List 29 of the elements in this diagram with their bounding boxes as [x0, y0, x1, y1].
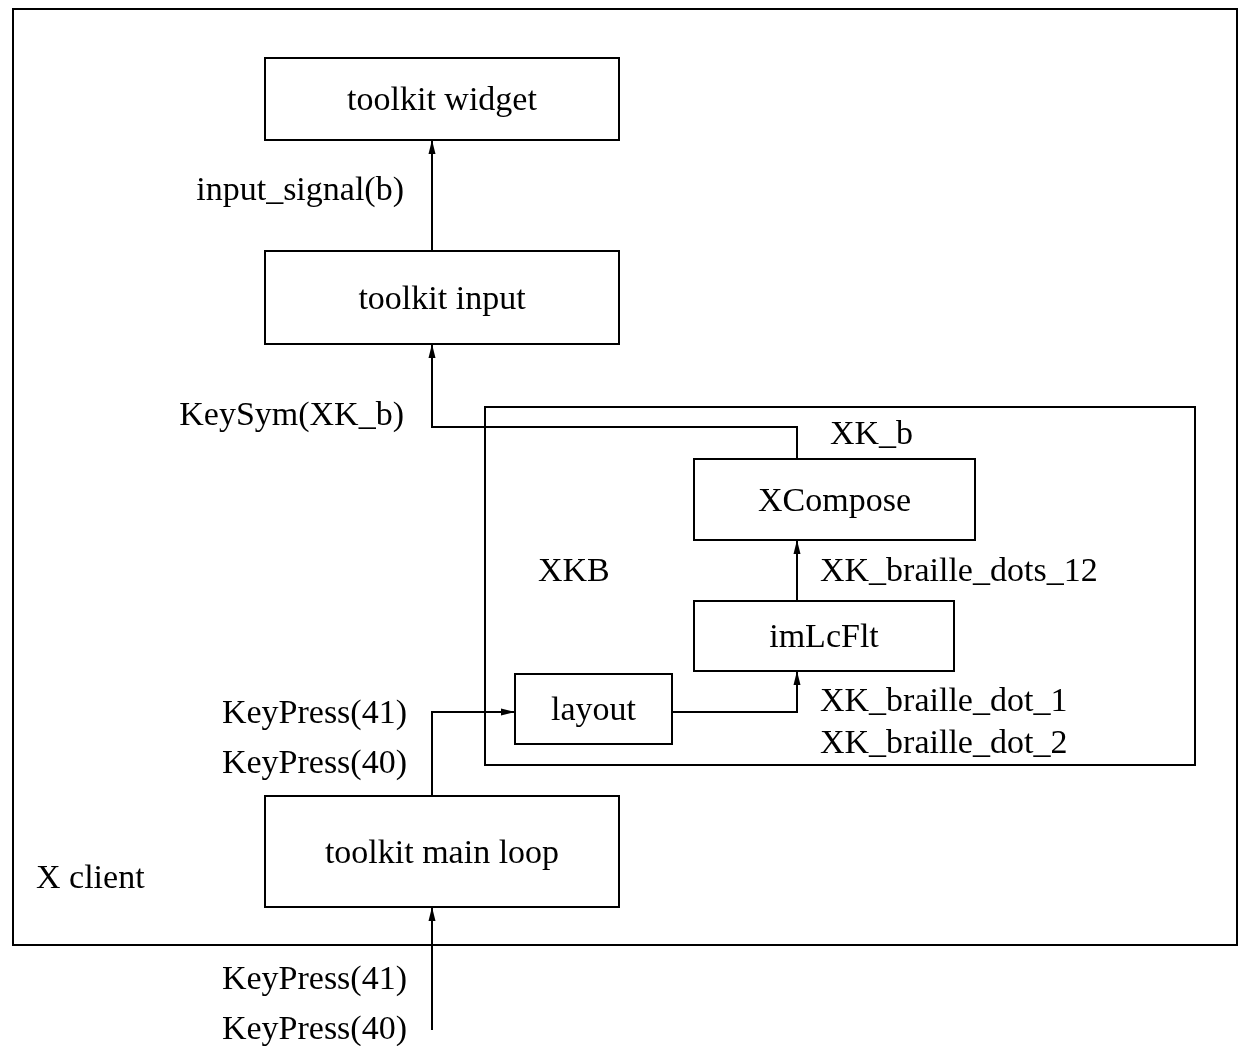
box-label: toolkit main loop: [324, 832, 560, 871]
edge-label: KeyPress(41) KeyPress(40): [220, 692, 407, 782]
process-box: [693, 600, 955, 672]
edge-label: KeySym(XK_b): [178, 394, 404, 434]
arrow: [431, 708, 515, 796]
edge-label: XK_braille_dots_12: [820, 550, 1099, 590]
box-label: XCompose: [758, 480, 911, 519]
edge-label: input_signal(b): [195, 169, 404, 209]
process-box: [264, 795, 620, 908]
client-boundary-box: [12, 8, 1238, 946]
edge-label: KeyPress(41) KeyPress(40): [220, 958, 407, 1046]
group-label: X client: [36, 858, 145, 896]
process-box: [264, 57, 620, 141]
arrow: [428, 140, 436, 251]
box-label: imLcFlt: [769, 617, 879, 655]
box-label: toolkit input: [358, 278, 526, 317]
process-box: [264, 250, 620, 345]
arrow: [793, 540, 801, 601]
process-box: [514, 673, 673, 745]
process-box: [693, 458, 976, 541]
edge-label: XK_braille_dot_1 XK_braille_dot_2: [820, 680, 1069, 762]
group-label: XKB: [538, 551, 610, 589]
signal-label: XK_b: [830, 413, 914, 453]
arrow: [672, 671, 801, 713]
group-box: [484, 406, 1196, 766]
box-label: toolkit widget: [347, 80, 537, 118]
arrow: [428, 344, 798, 459]
box-label: layout: [551, 690, 636, 728]
arrow: [428, 907, 436, 1031]
